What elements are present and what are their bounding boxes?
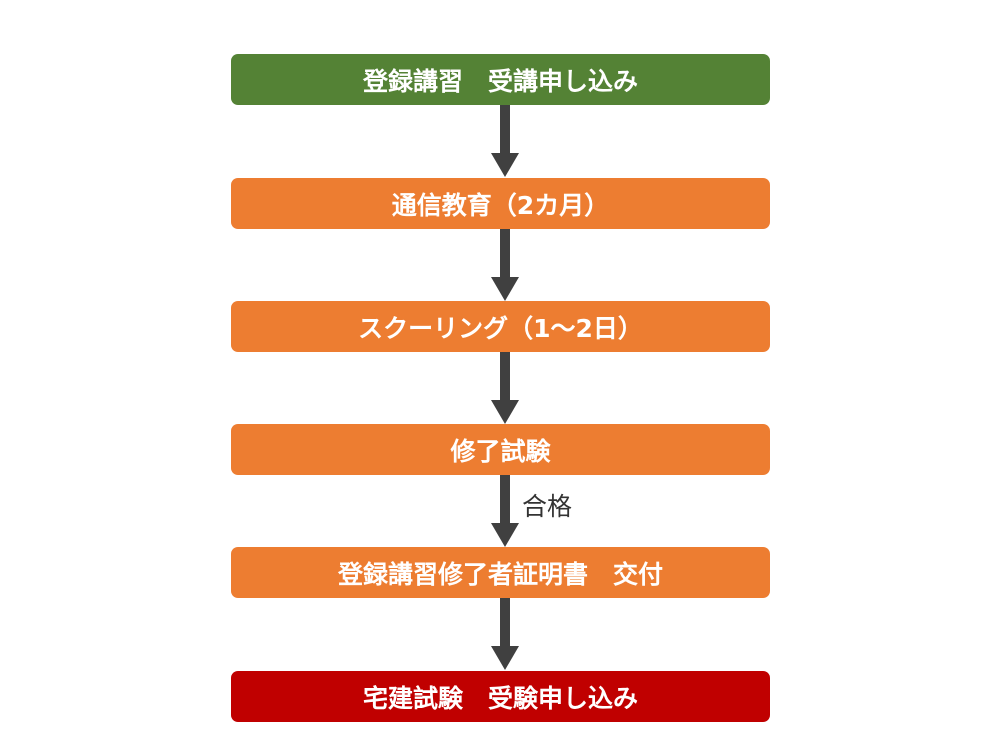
step-course-application: 登録講習 受講申し込み <box>231 54 770 105</box>
arrow-head <box>491 523 519 547</box>
step-schooling: スクーリング（1～2日） <box>231 301 770 352</box>
arrow-head <box>491 646 519 670</box>
arrow-shaft <box>500 352 510 400</box>
arrow-shaft <box>500 598 510 646</box>
step-completion-exam: 修了試験 <box>231 424 770 475</box>
edge-label-pass: 合格 <box>522 492 573 521</box>
arrow-head <box>491 153 519 177</box>
step-correspondence-education: 通信教育（2カ月） <box>231 178 770 229</box>
arrow-head <box>491 277 519 301</box>
arrow-shaft <box>500 105 510 153</box>
arrow-shaft <box>500 475 510 523</box>
step-completion-certificate: 登録講習修了者証明書 交付 <box>231 547 770 598</box>
step-exam-application: 宅建試験 受験申し込み <box>231 671 770 722</box>
arrow-head <box>491 400 519 424</box>
arrow-shaft <box>500 229 510 277</box>
